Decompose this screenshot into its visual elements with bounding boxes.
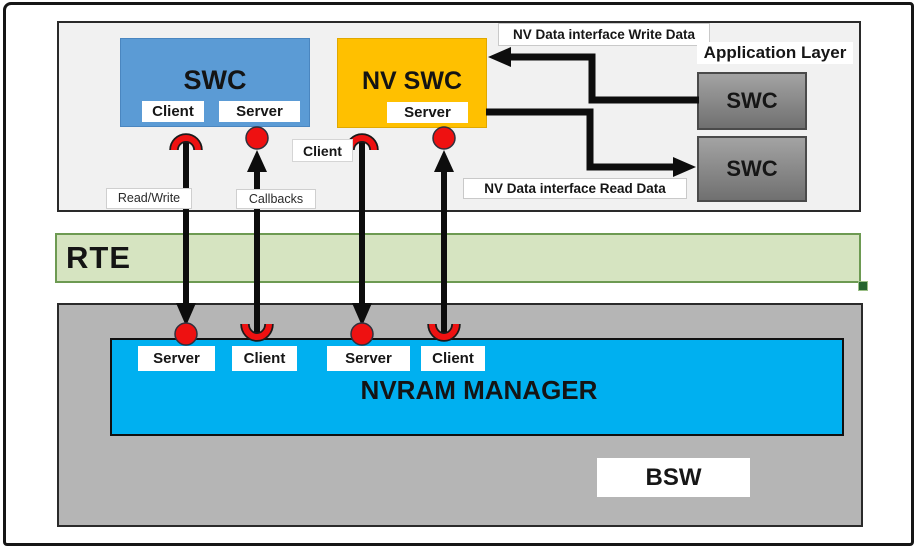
nvram-server-port-label: Server [138, 346, 215, 371]
nvram-client-port-label: Client [232, 346, 297, 371]
nvram-client-port-label: Client [421, 346, 485, 371]
callbacks-label: Callbacks [236, 189, 316, 209]
rte-layer-title: RTE [66, 240, 131, 275]
app-swc-top-block: SWC [697, 72, 807, 130]
read-data-interface-label: NV Data interface Read Data [463, 178, 687, 199]
nvram-server-port-label: Server [327, 346, 410, 371]
swc-server-port-label: Server [219, 101, 300, 122]
nv-swc-block-title: NV SWC [362, 67, 462, 95]
rte-layer-region [55, 233, 861, 283]
diagram-outer-border [3, 2, 914, 546]
write-data-interface-label: NV Data interface Write Data [498, 23, 710, 46]
app-swc-bottom-block: SWC [697, 136, 807, 202]
bsw-layer-title: BSW [597, 458, 750, 497]
nvswc-client-port-label: Client [292, 139, 353, 162]
nvswc-server-port-label: Server [387, 102, 468, 123]
swc-client-port-label: Client [142, 101, 204, 122]
swc-block-title: SWC [183, 65, 247, 95]
selection-handle-icon [858, 281, 868, 291]
application-layer-title: Application Layer [697, 42, 853, 64]
read-write-label: Read/Write [106, 188, 192, 209]
nvram-manager-title: NVRAM MANAGER [360, 375, 598, 405]
